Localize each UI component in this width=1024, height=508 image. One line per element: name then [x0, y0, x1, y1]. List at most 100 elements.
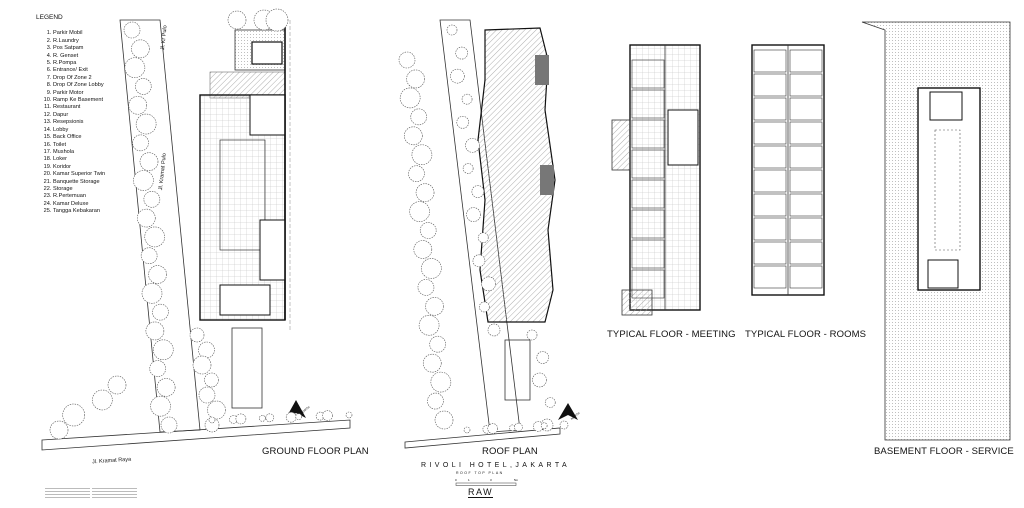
- tree-icon: [136, 208, 156, 228]
- scale-tick: 1: [468, 478, 470, 482]
- road-kramat-raya: [41, 419, 351, 451]
- tree-icon: [295, 413, 302, 420]
- tree-icon: [415, 183, 435, 202]
- tree-icon: [481, 276, 496, 292]
- legend-item: Pos Satpam: [53, 45, 105, 52]
- tree-icon: [144, 226, 166, 248]
- legend-list: Parkir MobilR.LaundryPos SatpamR. Genset…: [36, 30, 105, 215]
- tree-icon: [472, 254, 486, 268]
- meeting-floor-title: TYPICAL FLOOR - MEETING: [607, 329, 736, 340]
- tree-icon: [463, 426, 471, 434]
- tree-icon: [152, 303, 169, 321]
- tree-icon: [265, 413, 275, 423]
- tree-icon: [408, 165, 425, 182]
- tree-icon: [450, 68, 465, 84]
- tree-icon: [413, 240, 433, 259]
- tree-icon: [208, 416, 216, 424]
- legend-item: Mushola: [53, 149, 105, 156]
- tree-icon: [198, 341, 215, 359]
- tree-icon: [134, 78, 152, 95]
- tree-icon: [487, 323, 501, 337]
- tree-icon: [198, 386, 216, 404]
- legend-item: Kamar Superior Twin: [53, 171, 105, 178]
- tree-icon: [265, 8, 289, 32]
- tree-icon: [514, 422, 523, 432]
- tree-icon: [404, 126, 423, 146]
- tree-icon: [152, 339, 174, 361]
- notes-block: [45, 488, 90, 500]
- tree-icon: [131, 39, 150, 59]
- tree-icon: [421, 258, 442, 279]
- tree-icon: [462, 163, 474, 174]
- tree-icon: [123, 21, 141, 39]
- tree-icon: [406, 69, 425, 89]
- legend-item: Back Office: [53, 134, 105, 141]
- tree-icon: [192, 355, 212, 375]
- tree-icon: [446, 24, 458, 36]
- tree-icon: [132, 134, 149, 152]
- tree-icon: [227, 10, 247, 30]
- ground-floor-plan-title: GROUND FLOOR PLAN: [262, 446, 369, 457]
- tree-icon: [141, 283, 163, 304]
- legend-item: Parkir Motor: [53, 90, 105, 97]
- tree-icon: [204, 372, 219, 388]
- legend-item: Dapur: [53, 112, 105, 119]
- title-block-subtitle: ROOF TOP PLAN: [456, 471, 504, 475]
- basement-floor-title: BASEMENT FLOOR - SERVICE: [874, 446, 1014, 457]
- tree-icon: [259, 415, 266, 422]
- legend-item: Resepsionis: [53, 119, 105, 126]
- tree-icon: [235, 413, 247, 425]
- tree-icon: [345, 411, 353, 419]
- tree-icon: [156, 378, 176, 397]
- tree-icon: [487, 423, 499, 434]
- scale-bar: 0 1 3 5m: [455, 478, 519, 486]
- tree-icon: [409, 201, 430, 222]
- legend-item: Restaurant: [53, 104, 105, 111]
- legend-item: Drop Of Zone Lobby: [53, 82, 105, 89]
- tree-icon: [434, 410, 454, 430]
- tree-icon: [285, 411, 297, 423]
- tree-icon: [418, 314, 440, 336]
- tree-icon: [62, 403, 85, 427]
- tree-icon: [455, 46, 468, 60]
- tree-icon: [49, 420, 69, 440]
- tree-icon: [160, 416, 178, 434]
- tree-icon: [425, 297, 444, 316]
- tree-icon: [140, 247, 158, 265]
- basement-floor-plan: [861, 21, 1011, 441]
- notes-block: [92, 488, 137, 500]
- legend: LEGEND Parkir MobilR.LaundryPos SatpamR.…: [36, 14, 105, 216]
- tree-icon: [145, 321, 165, 341]
- typical-floor-meeting-plan: [611, 44, 701, 316]
- tree-icon: [148, 265, 167, 284]
- tree-icon: [107, 375, 127, 395]
- tree-icon: [399, 87, 421, 109]
- trees: [49, 8, 569, 440]
- legend-item: Parkir Mobil: [53, 30, 105, 37]
- legend-item: R.Laundry: [53, 38, 105, 45]
- tree-icon: [124, 57, 146, 78]
- tree-icon: [189, 327, 205, 343]
- rooms-floor-title: TYPICAL FLOOR - ROOMS: [745, 329, 867, 340]
- legend-item: Tangga Kebakaran: [53, 208, 105, 215]
- tree-icon: [526, 329, 538, 341]
- tree-icon: [559, 420, 569, 430]
- tree-icon: [465, 138, 480, 153]
- tree-icon: [207, 400, 226, 420]
- tree-icon: [471, 185, 485, 198]
- legend-item: Entrance/ Exit: [53, 67, 105, 74]
- scale-tick: 5m: [514, 478, 519, 482]
- ground-floor-plan: [41, 19, 351, 451]
- legend-item: R.Pertemuan: [53, 193, 105, 200]
- raw-logo: RAW: [468, 487, 494, 498]
- roof-plan-title: ROOF PLAN: [482, 446, 538, 457]
- tree-icon: [92, 389, 113, 411]
- legend-item: Toilet: [53, 142, 105, 149]
- tree-icon: [133, 170, 154, 191]
- title-block-title: RIVOLI HOTEL,JAKARTA: [421, 462, 571, 469]
- tree-icon: [410, 108, 428, 126]
- tree-icon: [422, 353, 442, 373]
- tree-icon: [427, 392, 444, 410]
- tree-icon: [540, 422, 548, 430]
